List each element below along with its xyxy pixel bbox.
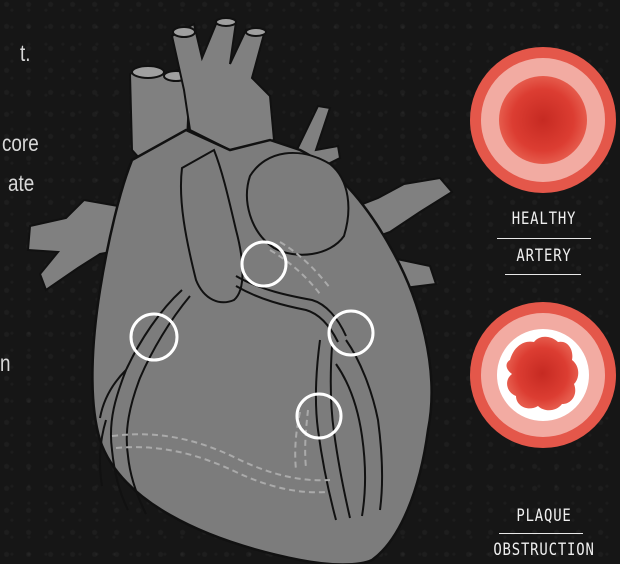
healthy-artery-label-line2: ARTERY <box>487 248 602 265</box>
vena-cava-opening <box>132 66 164 78</box>
healthy-artery-label-line1: HEALTHY <box>487 211 602 228</box>
branch-opening-3 <box>246 28 266 36</box>
plaque-label-line2: OBSTRUCTION <box>487 542 602 559</box>
healthy-label-underline <box>505 274 581 275</box>
plaque-label-line1: PLAQUE <box>487 508 602 525</box>
plaque-label-divider <box>499 533 583 534</box>
branch-opening-1 <box>173 27 195 37</box>
healthy-label-divider <box>497 238 591 239</box>
branch-opening-2 <box>216 18 236 26</box>
